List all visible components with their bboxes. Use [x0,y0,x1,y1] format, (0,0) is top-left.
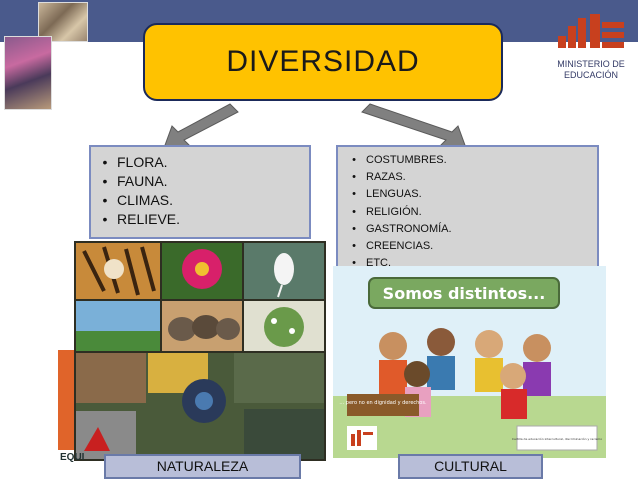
poster-publisher-logo [347,426,377,450]
tiger-photo [76,243,160,299]
nature-collage-image [74,241,326,461]
poster-footnote: Cartilla de educación intercultural, dis… [512,437,602,441]
poster-footnote-box: Cartilla de educación intercultural, dis… [512,425,602,451]
poster-children-figures [379,328,551,419]
mixed-wildlife-photo [76,353,324,459]
heron-photo [244,243,324,299]
list-item: •FAUNA. [102,173,168,189]
side-accent-bar [58,350,74,450]
children-photo-side [4,36,52,110]
poster-sign: ... pero no en dignidad y derechos. [339,394,427,416]
slide-title: DIVERSIDAD [226,45,420,78]
list-item: •GASTRONOMÍA. [352,222,452,235]
elephants-photo [162,301,242,351]
list-item: •RELIEVE. [102,211,181,227]
ministry-name: MINISTERIO DE EDUCACIÓN [557,59,625,80]
title-box [143,23,503,101]
culture-poster-image: Somos distintos... ... pero no en dignid… [333,266,606,458]
nature-list: •FLORA. •FAUNA. •CLIMAS. •RELIEVE. [89,145,311,239]
poster-subtitle: ... pero no en dignidad y derechos. [339,400,427,406]
arrow-right-icon [361,103,467,149]
poster-banner: Somos distintos... [368,277,560,309]
culture-list: •COSTUMBRES. •RAZAS. •LENGUAS. •RELIGIÓN… [336,145,599,270]
shrub-photo [244,301,324,351]
footer-partial-text: EQUI [60,452,85,463]
poster-title: Somos distintos... [383,284,546,303]
list-item: •COSTUMBRES. [352,154,447,166]
list-item: •RELIGIÓN. [352,205,422,218]
caption-naturaleza: NATURALEZA [104,454,301,479]
list-item: •FLORA. [102,154,168,170]
list-item: •CREENCIAS. [352,240,434,253]
children-photo-top [38,2,88,42]
flower-photo [162,243,242,299]
list-item: •LENGUAS. [352,188,422,201]
list-item: •RAZAS. [352,171,406,184]
list-item: •CLIMAS. [102,192,174,208]
ministry-logo-icon [558,14,624,48]
caption-cultural: CULTURAL [398,454,543,479]
arrow-left-icon [163,103,239,149]
landscape-photo [76,301,160,351]
